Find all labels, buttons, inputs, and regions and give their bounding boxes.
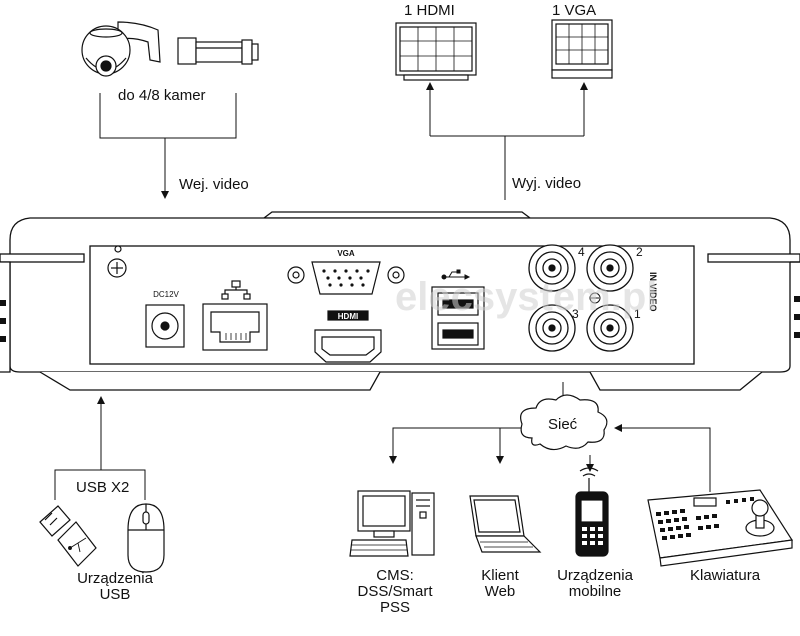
watermark: elecsystem.pl xyxy=(395,275,657,319)
box-camera-icon xyxy=(177,37,259,65)
vga-port: VGA xyxy=(287,249,405,295)
video-in-label: Wej. video xyxy=(179,176,249,193)
vga-port-label: VGA xyxy=(337,249,355,258)
network-connector-lines xyxy=(389,382,711,492)
mobile-label-line1: Urządzenia xyxy=(557,567,633,584)
vga-monitor-label: 1 VGA xyxy=(552,2,597,19)
mobile-label-line2: mobilne xyxy=(568,582,622,600)
usb-devices-label-line2: USB xyxy=(99,585,131,603)
bnc-port-2 xyxy=(586,244,634,292)
usb-icon xyxy=(441,269,471,280)
hdmi-monitor-icon xyxy=(395,22,477,81)
cms-label-line1: CMS: xyxy=(376,567,414,584)
video-out-label: Wyj. video xyxy=(512,175,582,192)
keyboard-label: Klawiatura xyxy=(690,567,761,584)
bnc-number-2: 2 xyxy=(636,245,643,259)
web-client-label: Klient Web xyxy=(460,568,540,600)
web-client-laptop-icon xyxy=(469,495,542,553)
usb-devices-label-line1: Urządzenia xyxy=(77,570,153,587)
power-port-label: DC12V xyxy=(153,290,179,299)
bnc-number-3: 3 xyxy=(572,307,579,321)
bnc-center-screw-icon xyxy=(589,292,601,304)
bnc-port-3 xyxy=(528,304,576,352)
usb-x2-label: USB X2 xyxy=(76,479,130,496)
cms-pc-icon xyxy=(349,490,435,557)
mobile-phone-icon xyxy=(575,467,609,557)
web-client-label-line2: Web xyxy=(484,582,516,600)
usb-flash-drive-icon xyxy=(39,505,97,567)
cms-label: CMS: DSS/Smart PSS xyxy=(345,568,445,615)
usb-mouse-icon xyxy=(127,503,165,573)
network-icon xyxy=(221,280,251,300)
vga-monitor-icon xyxy=(551,19,613,79)
cms-label-line3: PSS xyxy=(379,598,410,616)
bnc-number-4: 4 xyxy=(578,245,585,259)
usb-connector-lines xyxy=(54,396,146,500)
video-out-connector-lines xyxy=(426,82,588,200)
bnc-port-1 xyxy=(586,304,634,352)
power-port: DC12V xyxy=(145,290,185,348)
ethernet-port xyxy=(202,280,268,351)
ptz-keyboard-icon xyxy=(647,489,794,567)
web-client-label-line1: Klient xyxy=(481,567,519,584)
usb-devices-label: Urządzenia USB xyxy=(60,571,170,603)
network-label: Sieć xyxy=(548,416,578,433)
dome-camera-icon xyxy=(81,21,161,77)
bnc-number-1: 1 xyxy=(634,307,641,321)
hdmi-monitor-label: 1 HDMI xyxy=(404,2,455,19)
camera-connector-lines xyxy=(99,93,237,199)
video-in-ports-label: IN VIDEO xyxy=(648,272,658,312)
hdmi-port: HDMI xyxy=(314,310,382,363)
usb-ports xyxy=(431,269,485,350)
cms-label-line2: DSS/Smart xyxy=(357,582,433,600)
network-cloud-icon xyxy=(520,394,608,451)
mobile-label: Urządzenia mobilne xyxy=(545,568,645,600)
ground-screw-icon xyxy=(107,245,127,278)
hdmi-port-label: HDMI xyxy=(338,312,358,321)
cameras-label: do 4/8 kamer xyxy=(118,87,206,104)
bnc-port-4 xyxy=(528,244,576,292)
